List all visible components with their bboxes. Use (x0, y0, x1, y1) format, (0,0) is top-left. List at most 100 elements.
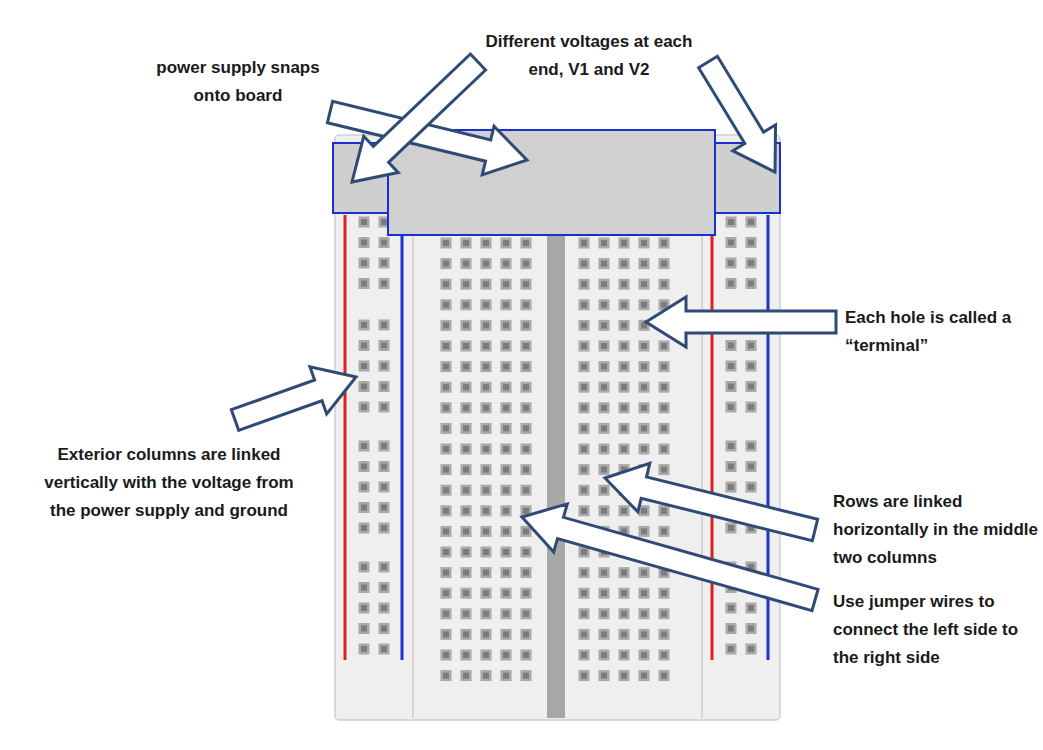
terminal-hole-center (463, 611, 469, 617)
terminal-hole-center (381, 322, 387, 328)
terminal-hole-center (381, 484, 387, 490)
terminal-hole-center (641, 611, 647, 617)
terminal-hole (599, 670, 610, 681)
terminal-hole-center (361, 464, 367, 470)
terminal-hole (359, 237, 370, 248)
terminal-hole (461, 382, 472, 393)
terminal-hole (441, 238, 452, 249)
terminal-hole (639, 299, 650, 310)
terminal-hole (746, 278, 757, 289)
terminal-hole (481, 238, 492, 249)
terminal-hole-center (463, 570, 469, 576)
terminal-hole-center (581, 673, 587, 679)
terminal-hole-center (661, 364, 667, 370)
terminal-hole-center (483, 343, 489, 349)
terminal-hole-center (641, 652, 647, 658)
terminal-hole (359, 441, 370, 452)
terminal-hole-center (503, 652, 509, 658)
terminal-hole-center (443, 673, 449, 679)
terminal-hole-center (581, 652, 587, 658)
terminal-hole-center (523, 302, 529, 308)
terminal-hole (599, 238, 610, 249)
terminal-hole-center (641, 673, 647, 679)
terminal-hole (726, 482, 737, 493)
terminal-hole-center (581, 405, 587, 411)
terminal-hole-center (748, 605, 754, 611)
terminal-hole-center (523, 322, 529, 328)
terminal-hole-center (661, 343, 667, 349)
terminal-hole-center (443, 384, 449, 390)
terminal-hole-center (523, 425, 529, 431)
terminal-hole-center (463, 673, 469, 679)
terminal-hole (359, 562, 370, 573)
terminal-hole (746, 623, 757, 634)
terminal-hole-center (641, 302, 647, 308)
terminal-hole (599, 402, 610, 413)
terminal-hole-center (381, 464, 387, 470)
terminal-hole (659, 608, 670, 619)
terminal-hole (619, 505, 630, 516)
terminal-hole-center (483, 467, 489, 473)
terminal-hole-center (503, 343, 509, 349)
terminal-hole (746, 258, 757, 269)
terminal-hole-center (483, 240, 489, 246)
terminal-hole-center (463, 528, 469, 534)
terminal-hole (501, 650, 512, 661)
terminal-hole-center (581, 467, 587, 473)
terminal-hole-center (641, 261, 647, 267)
terminal-hole (579, 258, 590, 269)
terminal-hole (639, 382, 650, 393)
terminal-hole (579, 361, 590, 372)
terminal-hole-center (601, 446, 607, 452)
terminal-hole-center (748, 281, 754, 287)
terminal-hole (579, 238, 590, 249)
terminal-hole (639, 361, 650, 372)
terminal-hole (501, 629, 512, 640)
terminal-hole-center (503, 281, 509, 287)
terminal-hole-center (463, 343, 469, 349)
terminal-hole-center (483, 364, 489, 370)
terminal-hole (359, 461, 370, 472)
terminal-hole (441, 402, 452, 413)
callout-arrow (522, 504, 818, 611)
terminal-hole-center (523, 673, 529, 679)
terminal-hole-center (361, 505, 367, 511)
terminal-hole (521, 299, 532, 310)
terminal-hole (379, 278, 390, 289)
terminal-hole-center (463, 322, 469, 328)
terminal-hole (599, 567, 610, 578)
terminal-hole (639, 238, 650, 249)
terminal-hole-center (503, 364, 509, 370)
terminal-hole-center (361, 605, 367, 611)
terminal-hole (659, 670, 670, 681)
terminal-hole-center (381, 646, 387, 652)
terminal-hole (461, 279, 472, 290)
terminal-hole (461, 320, 472, 331)
terminal-hole-center (503, 446, 509, 452)
terminal-hole (726, 258, 737, 269)
terminal-hole (521, 608, 532, 619)
terminal-hole-center (381, 260, 387, 266)
terminal-hole (659, 238, 670, 249)
terminal-hole-center (381, 240, 387, 246)
center-channel (547, 232, 565, 718)
terminal-hole-center (381, 443, 387, 449)
terminal-hole-center (503, 487, 509, 493)
terminal-hole-center (503, 322, 509, 328)
terminal-hole-center (581, 302, 587, 308)
terminal-hole-center (621, 446, 627, 452)
terminal-hole-center (728, 404, 734, 410)
terminal-hole-center (381, 343, 387, 349)
terminal-hole-center (503, 590, 509, 596)
terminal-hole (441, 279, 452, 290)
terminal-hole (359, 623, 370, 634)
terminal-hole-center (728, 464, 734, 470)
terminal-hole (441, 567, 452, 578)
terminal-hole (481, 526, 492, 537)
terminal-hole (359, 603, 370, 614)
terminal-hole-center (601, 631, 607, 637)
terminal-hole (619, 670, 630, 681)
terminal-hole-center (443, 240, 449, 246)
terminal-hole-center (661, 425, 667, 431)
terminal-hole (441, 608, 452, 619)
